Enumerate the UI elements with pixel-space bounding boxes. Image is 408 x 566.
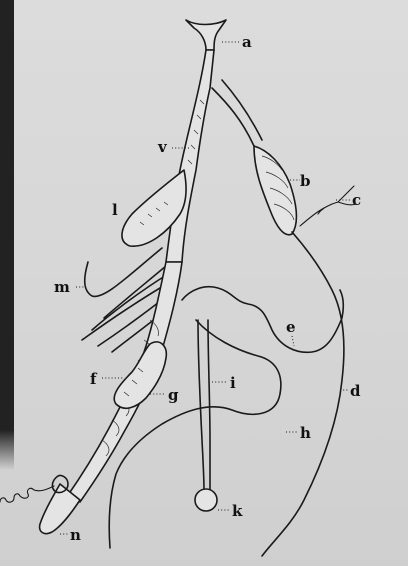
label-l: l <box>112 201 118 219</box>
label-a: a <box>242 33 252 51</box>
leader-e <box>292 336 294 346</box>
label-g: g <box>168 386 179 404</box>
right-duct <box>212 80 262 146</box>
vessel-bd <box>262 232 344 556</box>
label-k: k <box>232 502 243 520</box>
label-b: b <box>300 172 311 190</box>
gland-g <box>114 342 166 408</box>
stalk-i <box>198 320 210 490</box>
label-f: f <box>90 370 98 388</box>
label-v: v <box>157 138 168 156</box>
coiled-thread <box>0 486 54 502</box>
label-n: n <box>70 526 81 544</box>
label-h: h <box>300 424 311 442</box>
main-duct-v <box>166 50 214 262</box>
bulb-k <box>195 489 217 511</box>
gland-b <box>254 146 296 235</box>
label-m: m <box>54 278 70 296</box>
label-i: i <box>230 374 236 392</box>
label-e: e <box>286 318 296 336</box>
vessel-h <box>109 320 281 548</box>
branch-c <box>300 186 356 226</box>
label-c: c <box>352 191 361 209</box>
funnel-opening <box>186 20 226 50</box>
vessel-e <box>182 287 343 353</box>
label-d: d <box>350 382 361 400</box>
